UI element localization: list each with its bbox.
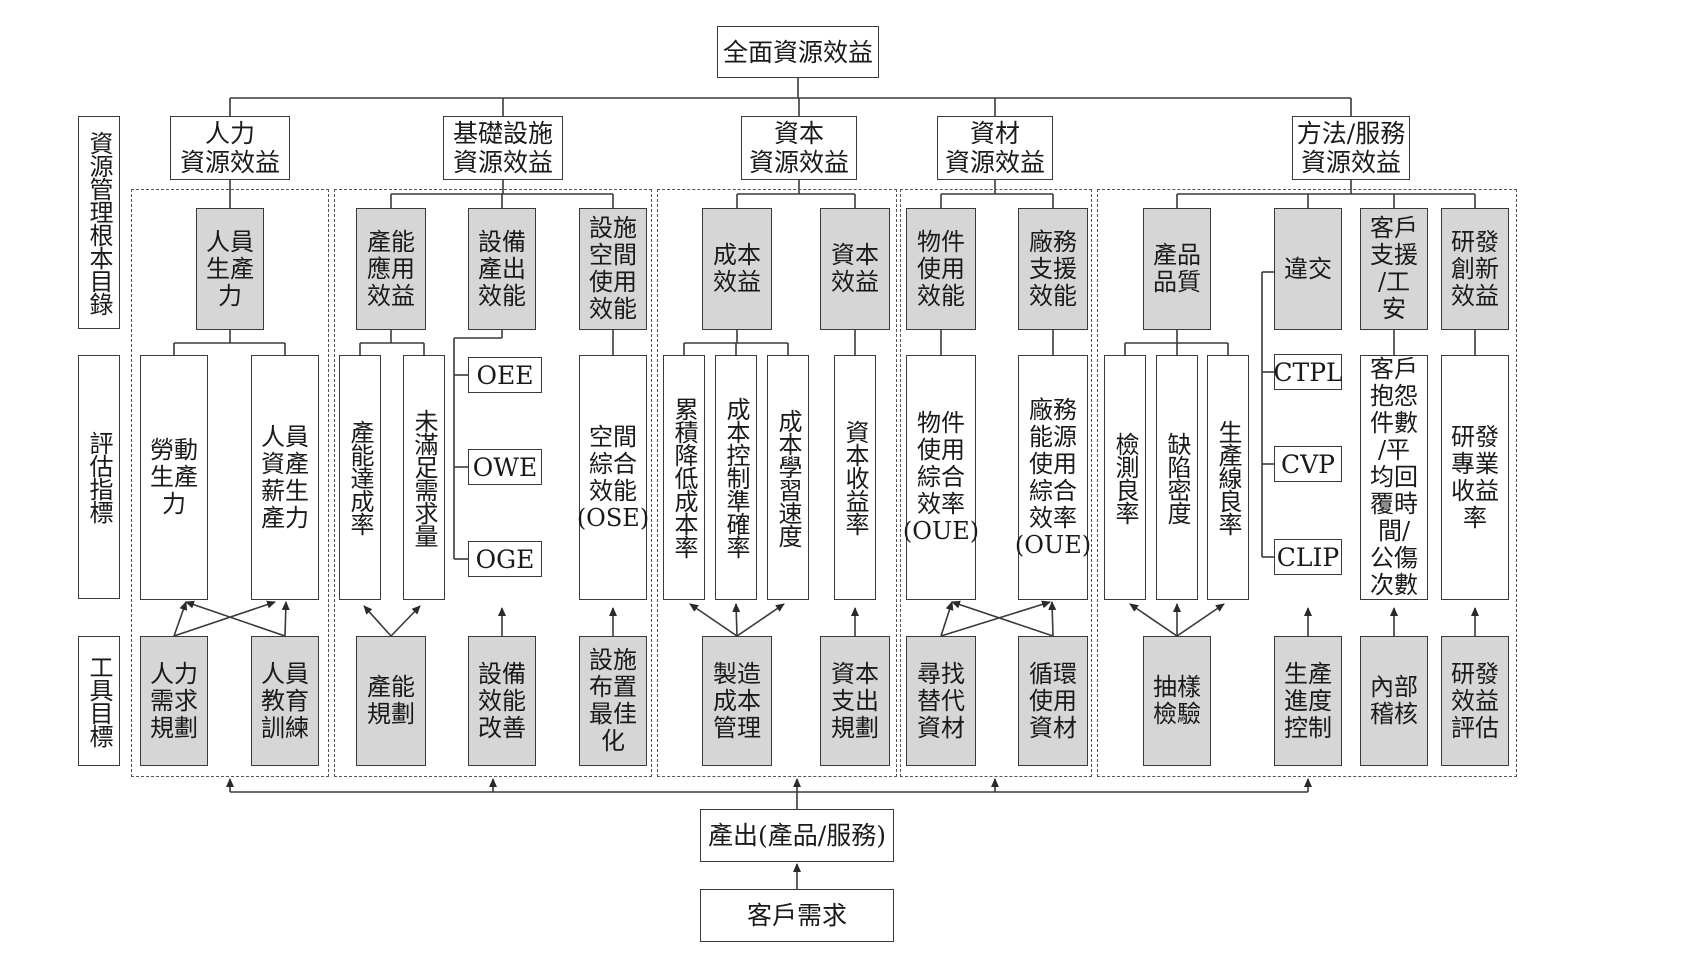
goal-box: 客戶支援/工安	[1360, 208, 1428, 330]
connector	[689, 603, 738, 637]
connector	[173, 600, 276, 637]
goal-box: 廠務支援效能	[1018, 208, 1088, 330]
indicator-box: 缺陷密度	[1156, 355, 1198, 600]
connector	[940, 601, 954, 637]
group-capital	[657, 189, 897, 777]
indicator-box: OGE	[468, 541, 542, 577]
indicator-box: 累積降低成本率	[663, 355, 705, 600]
indicator-box: OEE	[468, 357, 542, 393]
indicator-box: 空間綜合效能(OSE)	[577, 355, 649, 600]
indicator-box: 資本收益率	[834, 355, 876, 600]
indicator-box: OWE	[468, 449, 542, 485]
indicator-box: CVP	[1274, 446, 1342, 482]
tool-box: 人力需求規劃	[140, 636, 208, 766]
indicator-box: 勞動生產力	[140, 355, 208, 600]
connector	[363, 605, 392, 637]
indicator-box: CTPL	[1273, 354, 1343, 390]
tool-box: 內部稽核	[1360, 636, 1428, 766]
indicator-box: 研發專業收益率	[1441, 355, 1509, 600]
connector	[732, 603, 741, 637]
category-material: 資材 資源效益	[937, 116, 1053, 180]
indicator-box: 檢測良率	[1104, 355, 1146, 600]
goal-box: 設備產出效能	[468, 208, 536, 330]
group-method-service	[1097, 189, 1517, 777]
tool-box: 設施布置最佳化	[579, 636, 647, 766]
connector	[951, 600, 1054, 637]
goal-box: 違交	[1274, 208, 1342, 330]
goal-box: 設施空間使用效能	[579, 208, 647, 330]
connector	[390, 605, 421, 637]
indicator-box: CLIP	[1274, 539, 1342, 575]
goal-box: 物件使用效能	[906, 208, 976, 330]
indicator-box: 人員資產薪生產力	[251, 355, 319, 600]
tool-box: 設備效能改善	[468, 636, 536, 766]
side-label-goals: 資源管理根本目錄	[78, 116, 120, 329]
goal-box: 研發創新效益	[1441, 208, 1509, 330]
group-material	[900, 189, 1092, 777]
tool-box: 尋找替代資材	[906, 636, 976, 766]
tool-box: 抽樣檢驗	[1143, 636, 1211, 766]
indicator-box: 未滿足需求量	[403, 355, 445, 600]
tool-box: 產能規劃	[356, 636, 426, 766]
output-box: 產出(產品/服務)	[700, 809, 894, 862]
tool-box: 製造成本管理	[702, 636, 772, 766]
indicator-box: 物件使用綜合效率(OUE)	[903, 355, 979, 600]
side-label-indicators: 評估指標	[78, 355, 120, 599]
group-human	[131, 189, 329, 777]
indicator-box: 廠務能源使用綜合效率(OUE)	[1015, 355, 1091, 600]
tool-box: 研發效益評估	[1441, 636, 1509, 766]
category-method-service: 方法/服務 資源效益	[1292, 116, 1410, 180]
indicator-box: 成本學習速度	[767, 355, 809, 600]
tool-box: 循環使用資材	[1018, 636, 1088, 766]
category-human: 人力 資源效益	[170, 116, 290, 180]
group-infrastructure	[334, 189, 652, 777]
root-label: 全面資源效益	[722, 37, 873, 67]
connector	[736, 603, 785, 637]
indicator-box: 成本控制準確率	[715, 355, 757, 600]
goal-box: 成本效益	[702, 208, 772, 330]
customer-demand-box: 客戶需求	[700, 889, 894, 942]
connector	[173, 601, 188, 637]
connector	[940, 600, 1051, 637]
connector	[1129, 603, 1178, 637]
goal-box: 資本效益	[820, 208, 890, 330]
goal-box: 人員生產力	[196, 208, 264, 330]
indicator-box: 客戶抱怨件數/平均回覆時間/公傷次數	[1360, 355, 1428, 600]
indicator-box: 生產線良率	[1207, 355, 1249, 600]
category-capital: 資本 資源效益	[741, 116, 857, 180]
goal-box: 產品品質	[1143, 208, 1211, 330]
tool-box: 資本支出規劃	[820, 636, 890, 766]
connector	[281, 601, 290, 637]
side-label-tools: 工具目標	[78, 636, 120, 766]
goal-box: 產能應用效益	[356, 208, 426, 330]
connector	[185, 600, 286, 637]
connector	[1048, 601, 1057, 637]
connector	[1176, 603, 1225, 637]
tool-box: 生產進度控制	[1274, 636, 1342, 766]
indicator-box: 產能達成率	[339, 355, 381, 600]
category-infrastructure: 基礎設施 資源效益	[443, 116, 563, 180]
tool-box: 人員教育訓練	[251, 636, 319, 766]
root-box: 全面資源效益	[717, 26, 879, 78]
